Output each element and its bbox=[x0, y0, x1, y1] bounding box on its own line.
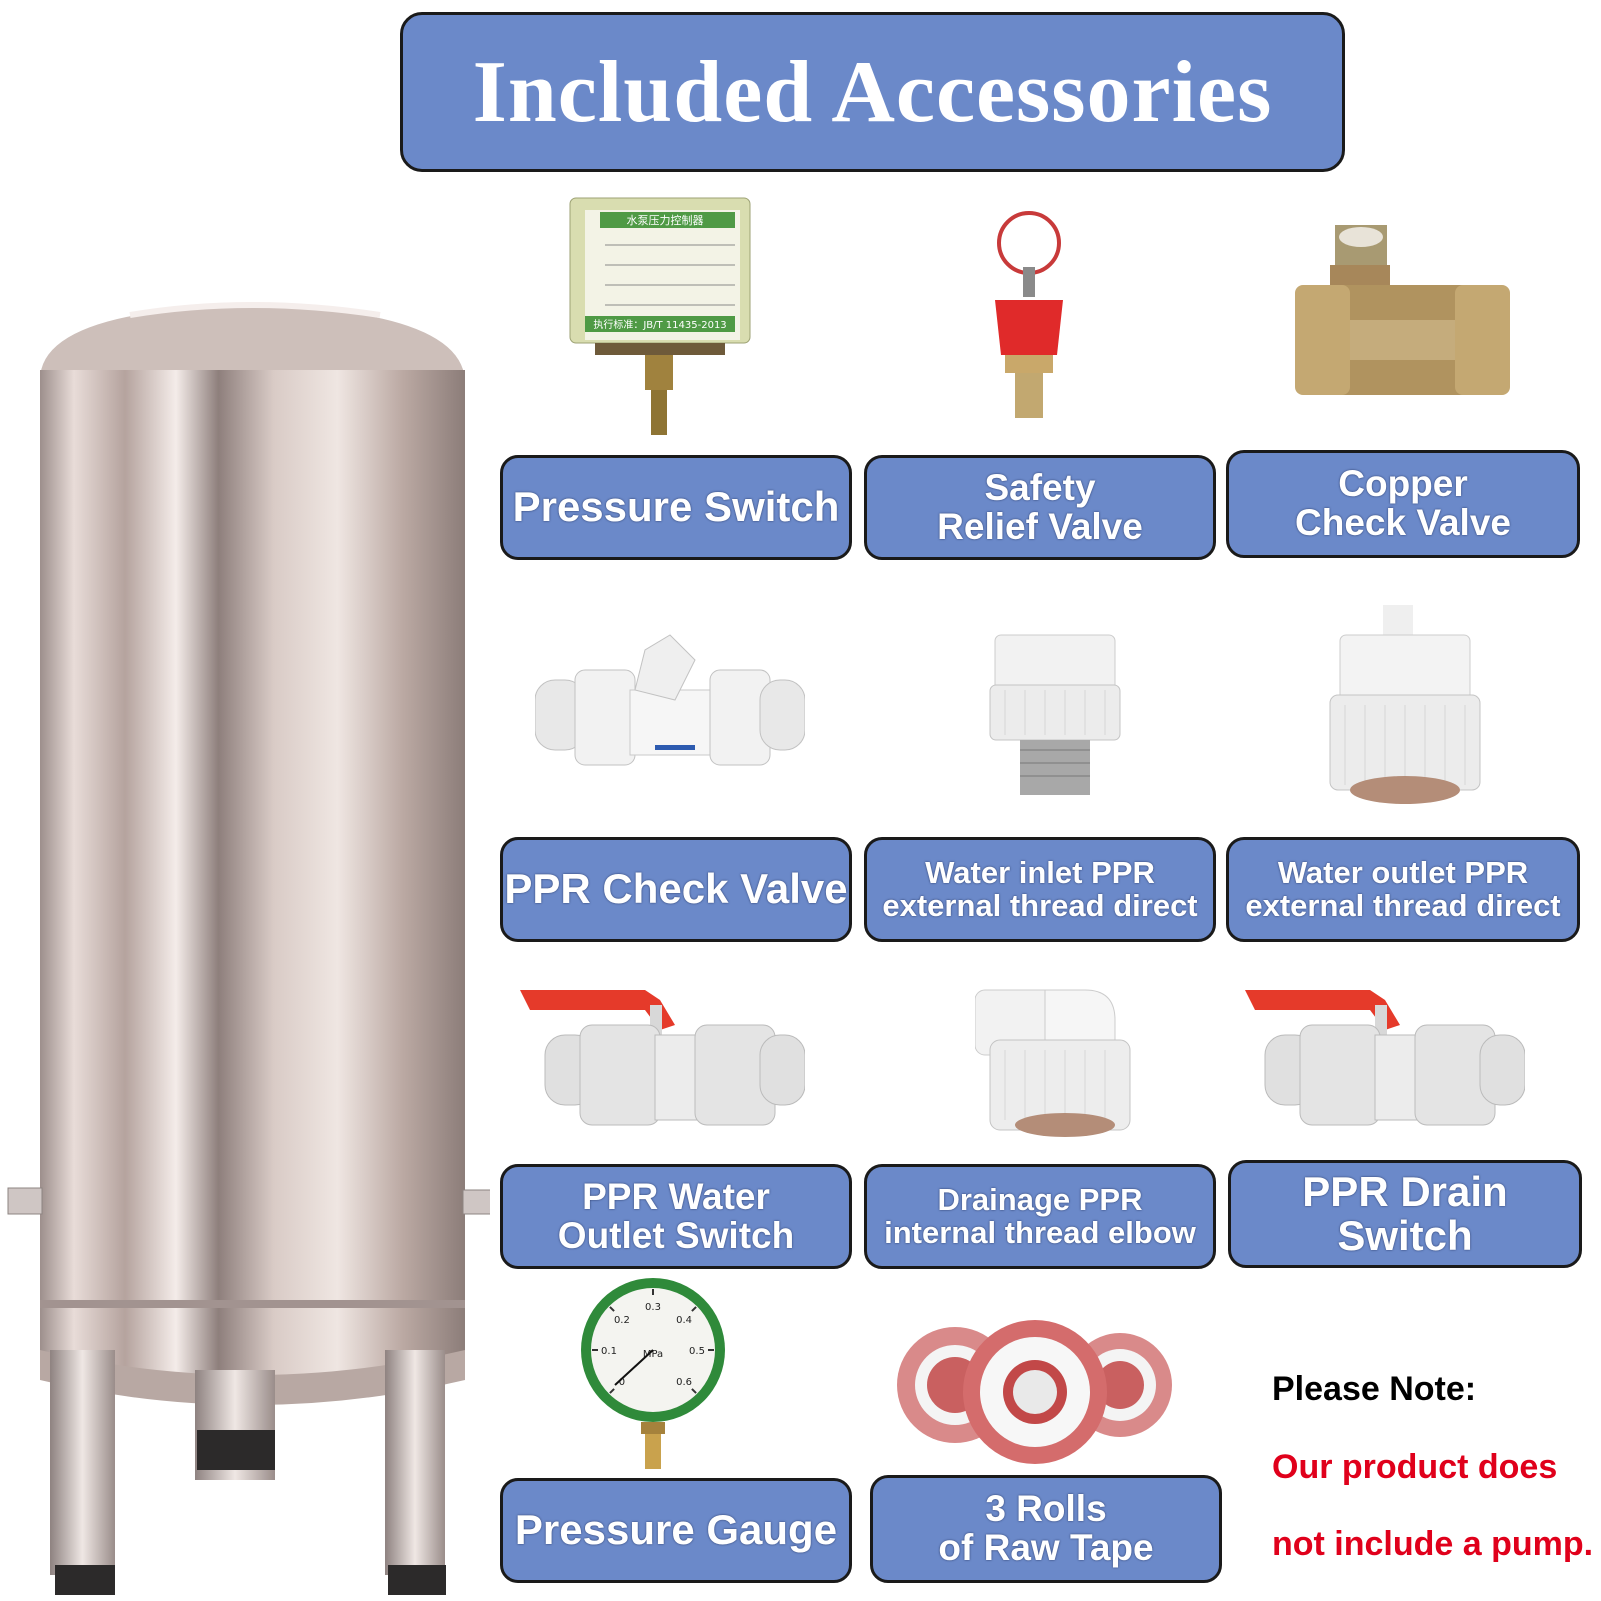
label-pressure-switch: Pressure Switch bbox=[500, 455, 852, 560]
gauge-mark-label: 0.4 bbox=[676, 1315, 692, 1326]
label-pressure-gauge: Pressure Gauge bbox=[500, 1478, 852, 1583]
gauge-tick bbox=[691, 1306, 697, 1312]
water-inlet-ppr-direct-image bbox=[989, 634, 1121, 795]
gauge-unit-label: MPa bbox=[643, 1349, 663, 1360]
gauge-mark-label: 0.3 bbox=[645, 1302, 661, 1313]
gauge-tick bbox=[691, 1388, 697, 1394]
raw-tape-rolls-image bbox=[897, 1320, 1172, 1464]
gauge-mark-label: 0.6 bbox=[676, 1377, 692, 1388]
gauge-mark-label: 0 bbox=[619, 1377, 625, 1388]
page-title: Included Accessories bbox=[472, 43, 1273, 141]
gauge-tick bbox=[609, 1306, 615, 1312]
gauge-mark-label: 0.1 bbox=[601, 1346, 617, 1357]
ppr-drain-switch-image bbox=[1245, 990, 1525, 1126]
pressure-gauge-image: MPa 0 0.1 0.2 0.3 0.4 0.5 0.6 bbox=[581, 1278, 725, 1469]
gauge-mark-label: 0.2 bbox=[614, 1315, 630, 1326]
note-heading: Please Note: bbox=[1272, 1370, 1477, 1408]
title-banner: Included Accessories bbox=[400, 12, 1345, 172]
gauge-tick bbox=[609, 1388, 615, 1394]
safety-relief-valve-image bbox=[995, 211, 1063, 418]
sticker-standard: 执行标准：JB/T 11435-2013 bbox=[593, 318, 726, 331]
pressure-switch-image: 水泵压力控制器 执行标准：JB/T 11435-2013 bbox=[569, 197, 751, 435]
label-ppr-check-valve: PPR Check Valve bbox=[500, 837, 852, 942]
drainage-ppr-elbow-image bbox=[975, 989, 1131, 1137]
copper-check-valve-image bbox=[1295, 225, 1510, 395]
label-ppr-drain-switch: PPR Drain Switch bbox=[1228, 1160, 1582, 1268]
water-outlet-ppr-direct-image bbox=[1329, 605, 1481, 804]
note-line-1: Our product does bbox=[1272, 1448, 1558, 1486]
sticker-title: 水泵压力控制器 bbox=[627, 213, 704, 227]
pressure-tank-image bbox=[7, 302, 490, 1595]
ppr-water-outlet-switch-image bbox=[520, 990, 805, 1126]
ppr-check-valve-image bbox=[535, 634, 805, 766]
note-line-2: not include a pump. bbox=[1272, 1525, 1594, 1563]
gauge-mark-label: 0.5 bbox=[689, 1346, 705, 1357]
